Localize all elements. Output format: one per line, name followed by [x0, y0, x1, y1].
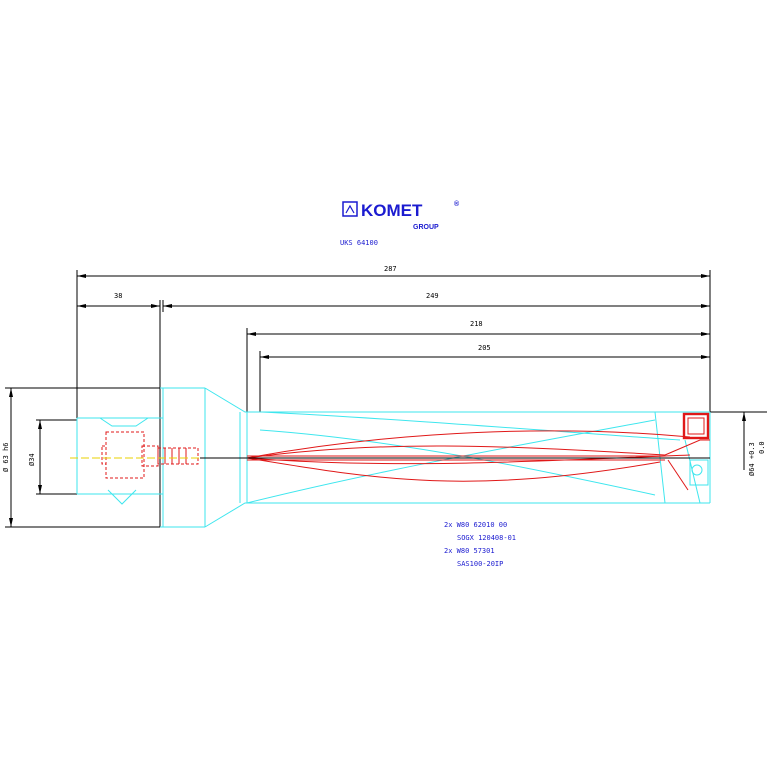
dim-bore-diameter: Ø34 [28, 453, 36, 466]
cutting-insert [682, 412, 710, 440]
dimension-lines: 287 38 249 218 205 Ø 63 h6 [2, 265, 767, 528]
dim-length-1: 218 [470, 320, 483, 328]
dim-shank-length: 38 [114, 292, 122, 300]
brand-sub: GROUP [413, 224, 439, 231]
komet-logo: KOMET ® GROUP [342, 200, 460, 231]
parts-list: 2x W80 62010 00 SOGX 120408-01 2x W80 57… [444, 521, 516, 568]
parts-list-item: 2x W80 62010 00 [444, 521, 507, 529]
brand-registered: ® [454, 200, 460, 208]
parts-list-item: SAS100-20IP [457, 560, 503, 568]
brand-name: KOMET [361, 201, 423, 220]
part-number: UKS 64100 [340, 239, 378, 247]
dim-overall: 287 [384, 265, 397, 273]
dim-length-2: 205 [478, 344, 491, 352]
dim-tool-tol-lower: 0.0 [758, 441, 766, 454]
dim-shank-diameter: Ø 63 h6 [2, 442, 10, 472]
logo-square-icon [342, 201, 358, 217]
parts-list-item: 2x W80 57301 [444, 547, 495, 555]
internal-features [101, 412, 710, 491]
dim-tool-diameter: Ø64 +0.3 [748, 442, 756, 476]
dim-body-length: 249 [426, 292, 439, 300]
logo-mark-icon [345, 204, 355, 214]
parts-list-item: SOGX 120408-01 [457, 534, 516, 542]
